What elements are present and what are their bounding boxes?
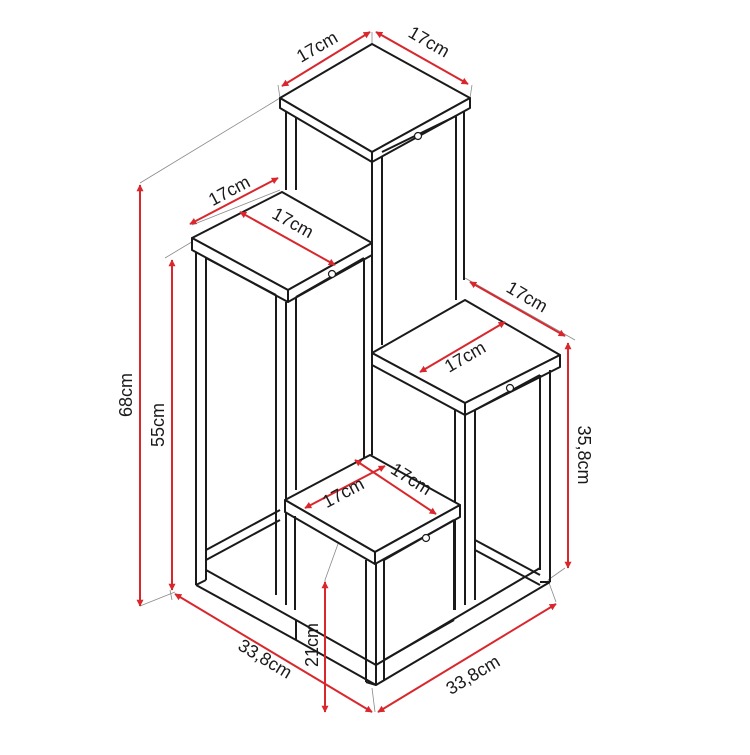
low-shelf xyxy=(284,454,461,553)
screw-hole-icon xyxy=(505,383,515,393)
label-height-total: 68cm xyxy=(116,373,136,417)
dim-arrow-low-right xyxy=(354,459,437,515)
label-height-low: 21cm xyxy=(302,623,322,667)
dim-arrow-base-left xyxy=(174,593,373,713)
screw-hole-icon xyxy=(327,269,337,279)
label-base-right: 33,8cm xyxy=(442,651,503,699)
dim-arrow-left-width xyxy=(239,211,336,266)
label-top-width-right: 17cm xyxy=(405,22,453,61)
label-base-left: 33,8cm xyxy=(235,635,296,683)
dimension-arrows xyxy=(136,31,572,713)
label-right-shelf-depth: 17cm xyxy=(503,277,551,316)
dim-arrow-top-right xyxy=(375,31,469,85)
screw-hole-icon xyxy=(421,533,431,543)
label-height-left: 55cm xyxy=(148,403,168,447)
dim-arrow-left-depth xyxy=(189,177,279,225)
screw-hole-icon xyxy=(413,131,423,141)
label-top-width-left: 17cm xyxy=(293,27,341,66)
stand-frame xyxy=(191,43,561,686)
label-height-right: 35,8cm xyxy=(574,425,594,484)
dim-arrow-base-right xyxy=(377,603,557,713)
dim-arrow-right-depth xyxy=(469,281,566,337)
dim-arrow-top-left xyxy=(281,31,371,87)
dim-arrow-right-width xyxy=(419,321,506,373)
